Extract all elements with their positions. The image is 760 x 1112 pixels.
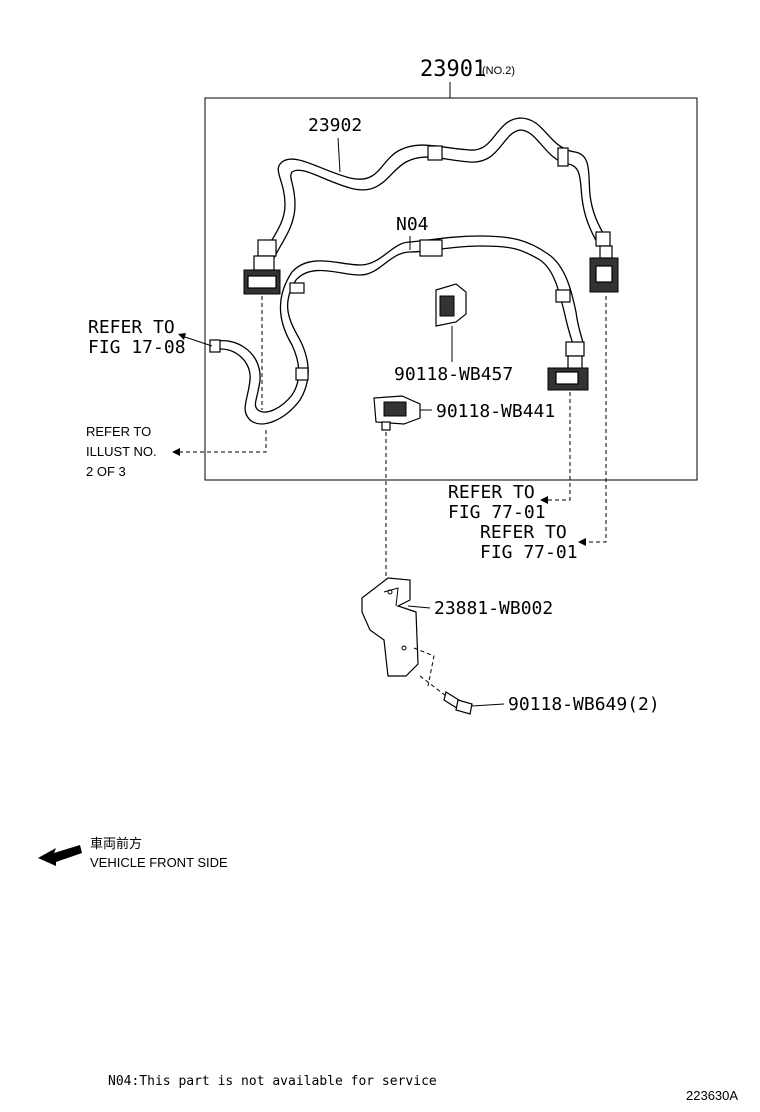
connector-left	[243, 239, 281, 295]
ref-illust-line1: REFER TO	[86, 424, 151, 439]
label-wb457: 90118-WB457	[394, 364, 513, 385]
assembly-frame	[204, 97, 698, 481]
vehicle-front-arrow-icon	[38, 845, 82, 866]
clamp-wb457	[435, 283, 467, 327]
orientation-japanese: 車両前方	[90, 836, 142, 851]
ref-fig-77-01b-line2: FIG 77-01	[480, 542, 578, 563]
label-wb441: 90118-WB441	[436, 401, 555, 422]
illustration-id: 223630A	[686, 1088, 738, 1103]
assembly-suffix: (NO.2)	[482, 65, 515, 77]
bolt-wb649	[419, 675, 473, 715]
ref-fig-77-01a-line2: FIG 77-01	[448, 502, 546, 523]
label-23902: 23902	[308, 115, 362, 136]
ref-fig-17-08-line1: REFER TO	[88, 317, 175, 338]
ref-fig-17-08-line2: FIG 17-08	[88, 337, 186, 358]
bracket-wb002	[361, 577, 435, 687]
orientation-english: VEHICLE FRONT SIDE	[90, 855, 228, 870]
ref-fig-77-01a-line1: REFER TO	[448, 482, 535, 503]
footnote: N04:This part is not available for servi…	[108, 1074, 437, 1089]
hose-n04	[209, 235, 585, 425]
clamp-wb441	[373, 395, 421, 431]
ref-fig-77-01b-line1: REFER TO	[480, 522, 567, 543]
ref-illust-line3: 2 OF 3	[86, 464, 126, 479]
label-wb649: 90118-WB649(2)	[508, 694, 660, 715]
connector-n04-right	[547, 341, 589, 391]
ref-illust-line2: ILLUST NO.	[86, 444, 157, 459]
label-n04: N04	[396, 214, 429, 235]
assembly-number: 23901	[420, 57, 486, 82]
connector-right	[589, 231, 619, 293]
label-wb002: 23881-WB002	[434, 598, 553, 619]
hose-23902	[261, 117, 607, 263]
